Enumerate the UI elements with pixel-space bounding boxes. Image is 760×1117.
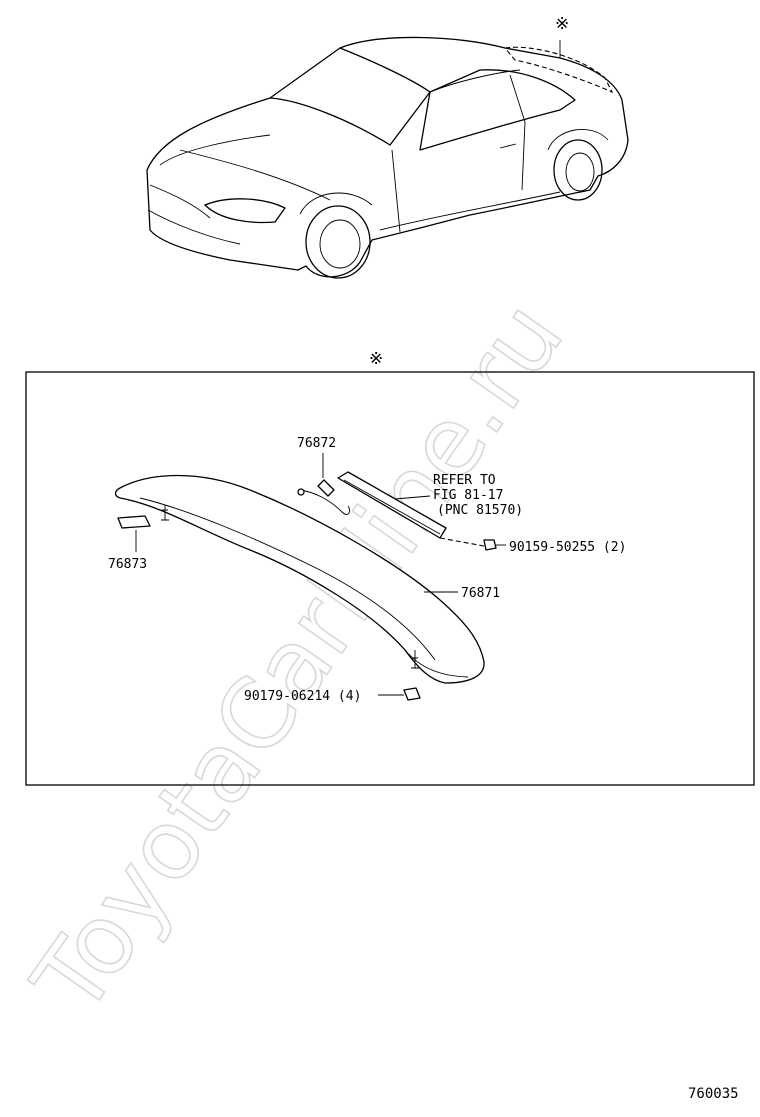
diagram-number: 760035	[688, 1086, 739, 1102]
callout-90179-06214: 90179-06214 (4)	[244, 689, 361, 704]
location-marker: ※	[555, 14, 569, 34]
callout-76872: 76872	[297, 436, 336, 451]
refer-note-line3: (PNC 81570)	[437, 503, 523, 518]
screw-part	[439, 537, 506, 551]
pad-part	[117, 515, 151, 529]
detail-frame	[25, 371, 755, 786]
car-illustration	[146, 36, 629, 279]
detail-location-marker: ※	[369, 349, 383, 369]
callout-76873: 76873	[108, 557, 147, 572]
rear-spoiler-part	[114, 474, 485, 684]
gasket-part	[317, 479, 335, 497]
callout-90159-50255: 90159-50255 (2)	[509, 540, 626, 555]
refer-note-line2: FIG 81-17	[433, 488, 503, 503]
stop-lamp-part	[297, 471, 447, 539]
callout-76871: 76871	[461, 586, 500, 601]
watermark-text: ToyotaCarMine.ru	[12, 282, 585, 1034]
nut-part	[378, 687, 421, 701]
refer-note-line1: REFER TO	[433, 473, 496, 488]
